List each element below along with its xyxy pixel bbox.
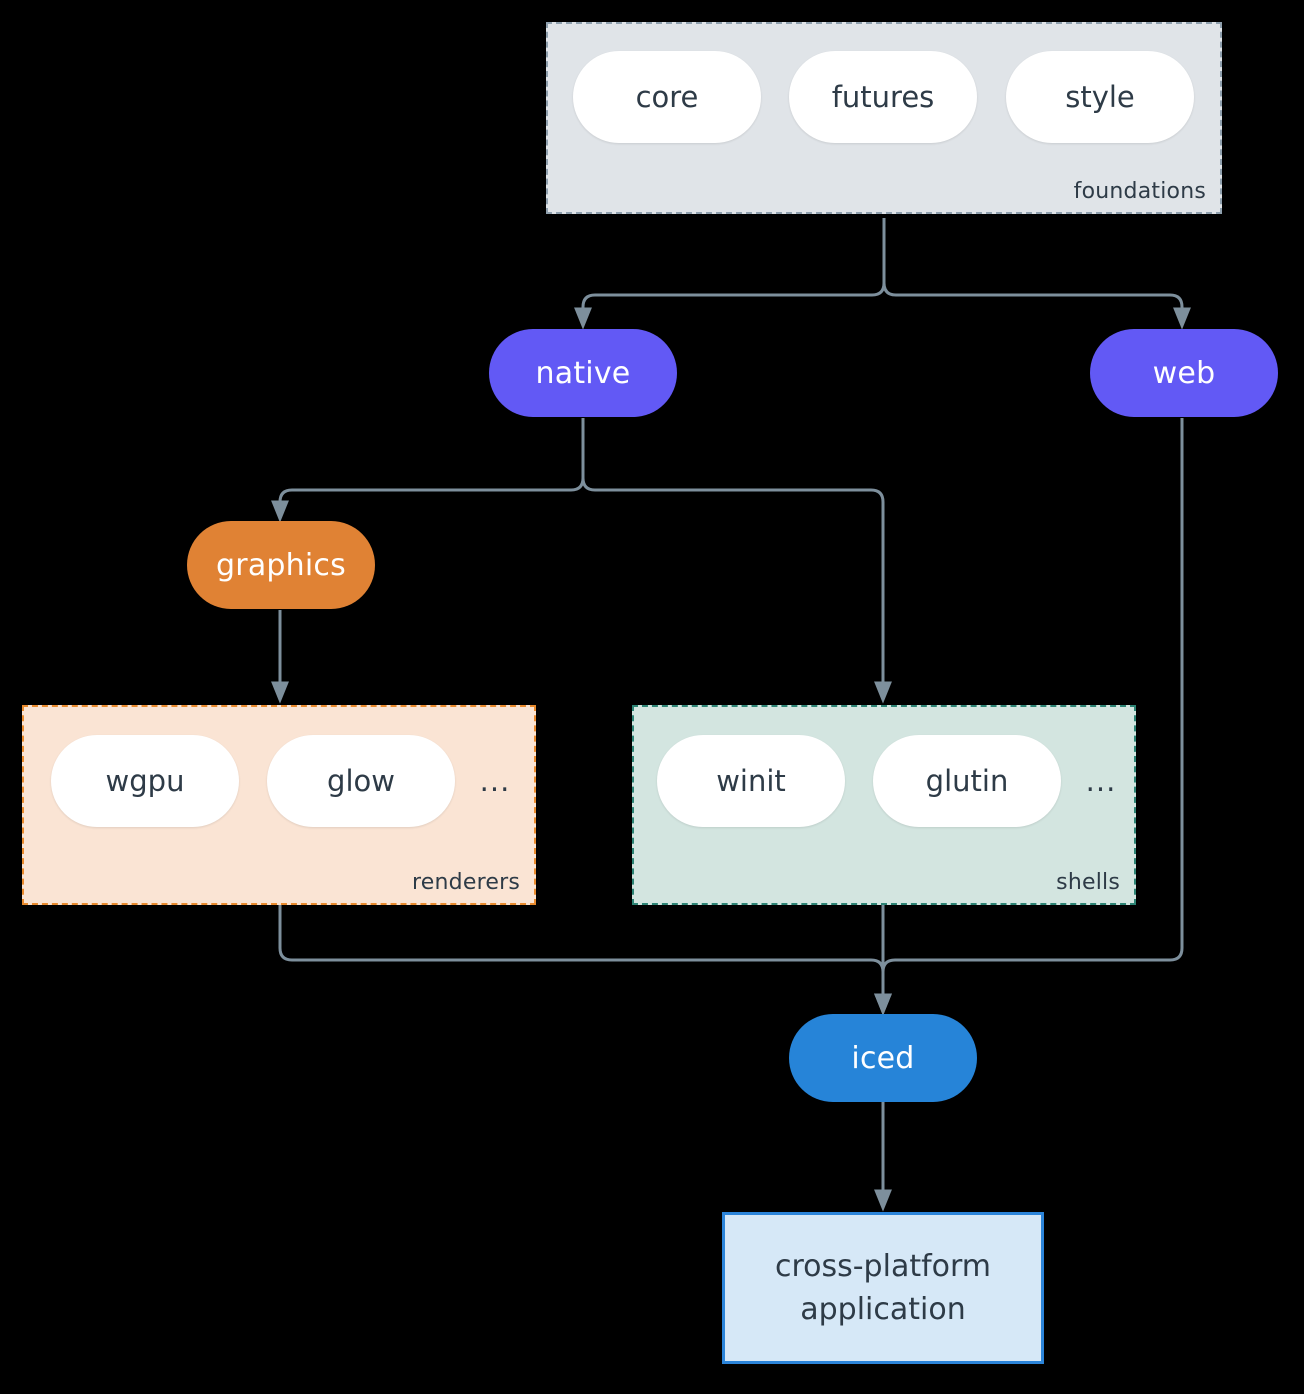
node-label-glow: glow [327, 764, 395, 798]
node-label-futures: futures [831, 80, 935, 114]
node-glutin[interactable]: glutin [873, 735, 1061, 827]
edge-renderers-iced [278, 905, 892, 1016]
cluster-label-renderers: renderers [412, 870, 520, 895]
node-shells-more: ... [1085, 764, 1117, 798]
cluster-label-foundations: foundations [1073, 179, 1206, 204]
node-label-wgpu: wgpu [105, 764, 185, 798]
cluster-label-shells: shells [1056, 870, 1120, 895]
node-cross-platform-application[interactable]: cross-platform application [722, 1212, 1044, 1364]
node-label-iced: iced [851, 1040, 915, 1076]
node-label-web: web [1152, 355, 1216, 391]
node-winit[interactable]: winit [657, 735, 845, 827]
node-native[interactable]: native [489, 329, 677, 417]
node-wgpu[interactable]: wgpu [51, 735, 239, 827]
node-label-graphics: graphics [216, 547, 346, 583]
node-core[interactable]: core [573, 51, 761, 143]
edge-foundations-native [573, 218, 886, 330]
edge-native-graphics [270, 418, 585, 523]
node-label-winit: winit [716, 764, 786, 798]
node-renderers-more: ... [479, 764, 511, 798]
node-label-glutin: glutin [925, 764, 1009, 798]
node-futures[interactable]: futures [789, 51, 977, 143]
node-web[interactable]: web [1090, 329, 1278, 417]
app-label-line-2: application [800, 1292, 966, 1327]
node-graphics[interactable]: graphics [187, 521, 375, 609]
node-glow[interactable]: glow [267, 735, 455, 827]
node-label-style: style [1065, 80, 1135, 114]
node-label-native: native [535, 355, 631, 391]
node-iced[interactable]: iced [789, 1014, 977, 1102]
node-style[interactable]: style [1006, 51, 1194, 143]
edge-foundations-web [882, 218, 1191, 330]
edge-native-shells [581, 418, 892, 704]
app-label-line-1: cross-platform [774, 1248, 992, 1284]
node-label-core: core [635, 80, 699, 114]
